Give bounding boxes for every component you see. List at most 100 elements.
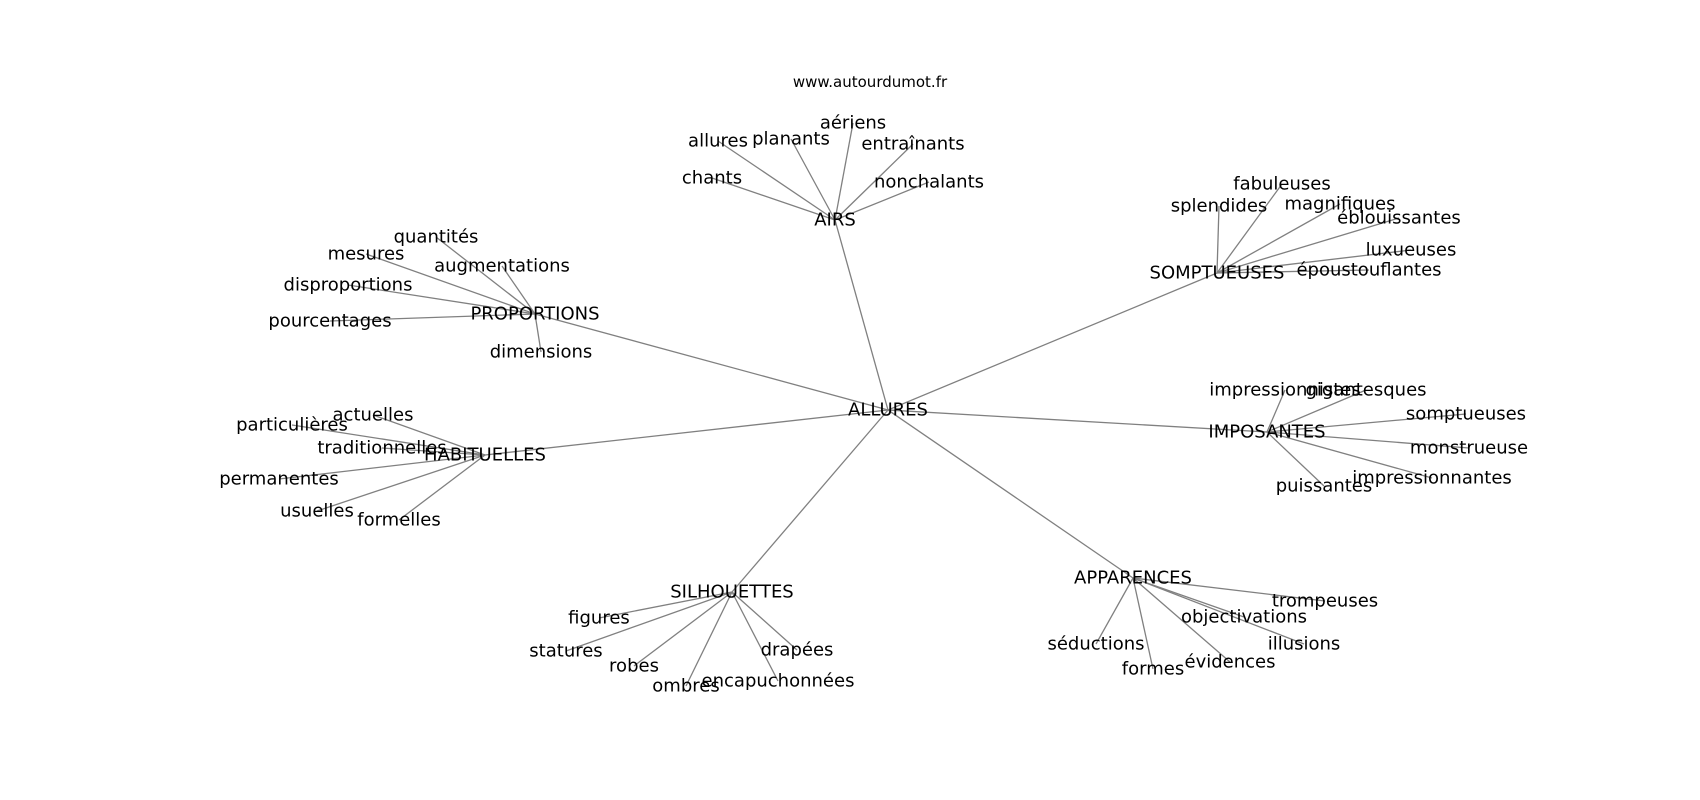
node-leaf-augmentations: augmentations — [434, 256, 570, 277]
edge-somptueuses-eblouissantes — [1216, 217, 1400, 274]
node-leaf-splendides: splendides — [1171, 196, 1268, 217]
edge-allures-apparences — [887, 409, 1134, 579]
node-leaf-ombres: ombres — [652, 676, 719, 697]
edge-imposantes-gigantesques — [1266, 389, 1367, 433]
edge-allures-habituelles — [484, 409, 889, 456]
edge-apparences-evidences — [1132, 577, 1231, 663]
edge-apparences-illusions — [1132, 577, 1305, 645]
edge-imposantes-somptueuses — [1266, 413, 1467, 433]
edge-allures-airs — [834, 219, 889, 411]
edge-habituelles-permanentes — [278, 454, 486, 480]
node-group-silhouettes: SILHOUETTES — [670, 582, 794, 603]
node-leaf-formes: formes — [1122, 659, 1184, 680]
edge-habituelles-traditionnelles — [381, 447, 486, 456]
edge-airs-nonchalants — [834, 181, 930, 221]
node-group-habituelles: HABITUELLES — [424, 445, 546, 466]
edge-airs-chants — [711, 177, 836, 221]
node-leaf-mesures: mesures — [328, 244, 405, 265]
edge-allures-proportions — [534, 313, 889, 411]
node-leaf-somptueuses: somptueuses — [1406, 404, 1526, 425]
node-leaf-traditionnelles: traditionnelles — [317, 438, 446, 459]
edge-allures-somptueuses — [887, 272, 1218, 411]
edge-habituelles-usuelles — [316, 454, 486, 512]
node-group-airs: AIRS — [814, 210, 856, 231]
edge-airs-entrainants — [834, 143, 914, 221]
edge-proportions-dimensions — [534, 313, 542, 353]
edge-proportions-pourcentages — [329, 313, 536, 322]
edge-apparences-formes — [1132, 577, 1154, 670]
node-center-allures: ALLURES — [848, 400, 928, 421]
node-leaf-nonchalants: nonchalants — [874, 172, 984, 193]
node-leaf-encapuchonnees: encapuchonnées — [702, 671, 855, 692]
edge-somptueuses-magnifiques — [1216, 203, 1341, 274]
edge-apparences-seductions — [1095, 577, 1134, 645]
node-leaf-particulieres: particulières — [236, 415, 348, 436]
edge-imposantes-impressionnistes — [1266, 389, 1286, 433]
node-leaf-pourcentages: pourcentages — [268, 311, 391, 332]
edge-proportions-quantites — [435, 236, 536, 315]
site-credit: www.autourdumot.fr — [793, 73, 948, 91]
graph-edges — [278, 122, 1470, 687]
node-leaf-eblouissantes: éblouissantes — [1337, 208, 1461, 229]
node-group-somptueuses: SOMPTUEUSES — [1150, 263, 1285, 284]
node-leaf-gigantesques: gigantesques — [1305, 380, 1426, 401]
node-leaf-drapees: drapées — [761, 640, 834, 661]
edge-apparences-trompeuses — [1132, 577, 1326, 602]
node-leaf-actuelles: actuelles — [333, 405, 414, 426]
edge-somptueuses-epoustouflantes — [1216, 269, 1370, 274]
edge-airs-aeriens — [834, 122, 854, 221]
node-leaf-chants: chants — [682, 168, 742, 189]
edge-imposantes-monstrueuse — [1266, 431, 1470, 449]
node-group-proportions: PROPORTIONS — [470, 304, 599, 325]
node-leaf-quantites: quantités — [394, 227, 479, 248]
edge-proportions-augmentations — [501, 265, 536, 315]
edge-proportions-disproportions — [347, 284, 536, 315]
node-leaf-illusions: illusions — [1268, 634, 1341, 655]
node-leaf-impressionnantes: impressionnantes — [1352, 468, 1512, 489]
node-leaf-dimensions: dimensions — [490, 342, 593, 363]
node-leaf-usuelles: usuelles — [280, 501, 354, 522]
node-leaf-luxueuses: luxueuses — [1366, 240, 1457, 261]
edge-habituelles-particulieres — [291, 424, 486, 456]
edge-somptueuses-fabuleuses — [1216, 183, 1283, 274]
edge-silhouettes-robes — [633, 591, 733, 667]
node-leaf-allures: allures — [688, 131, 748, 152]
edge-silhouettes-statures — [565, 591, 733, 652]
edge-proportions-mesures — [365, 253, 536, 315]
node-leaf-fabuleuses: fabuleuses — [1233, 174, 1331, 195]
edge-silhouettes-figures — [598, 591, 733, 619]
node-leaf-evidences: évidences — [1185, 652, 1276, 673]
node-leaf-trompeuses: trompeuses — [1272, 591, 1378, 612]
node-leaf-disproportions: disproportions — [284, 275, 413, 296]
edge-imposantes-puissantes — [1266, 431, 1325, 487]
node-leaf-magnifiques: magnifiques — [1284, 194, 1395, 215]
edge-somptueuses-splendides — [1216, 205, 1220, 274]
node-leaf-entrainants: entraînants — [861, 134, 964, 155]
node-leaf-puissantes: puissantes — [1276, 476, 1373, 497]
edge-allures-imposantes — [887, 409, 1268, 433]
node-leaf-monstrueuse: monstrueuse — [1410, 438, 1528, 459]
node-group-apparences: APPARENCES — [1074, 568, 1192, 589]
edge-imposantes-impressionnantes — [1266, 431, 1433, 479]
edge-silhouettes-ombres — [685, 591, 733, 687]
node-leaf-robes: robes — [609, 656, 659, 677]
edge-somptueuses-luxueuses — [1216, 249, 1412, 274]
node-leaf-aeriens: aériens — [820, 113, 886, 134]
node-leaf-statures: statures — [529, 641, 602, 662]
edge-habituelles-actuelles — [372, 414, 486, 456]
node-leaf-impressionnistes: impressionnistes — [1209, 380, 1361, 401]
node-leaf-seductions: séductions — [1047, 634, 1144, 655]
node-leaf-planants: planants — [752, 129, 830, 150]
edge-silhouettes-drapees — [731, 591, 798, 651]
edge-allures-silhouettes — [731, 409, 889, 593]
edge-airs-planants — [790, 138, 836, 221]
node-leaf-objectivations: objectivations — [1181, 607, 1307, 628]
node-leaf-figures: figures — [568, 608, 630, 629]
edge-habituelles-formelles — [398, 454, 486, 521]
node-leaf-epoustouflantes: époustouflantes — [1296, 260, 1441, 281]
node-leaf-permanentes: permanentes — [219, 469, 339, 490]
edge-silhouettes-encapuchonnees — [731, 591, 779, 682]
node-group-imposantes: IMPOSANTES — [1208, 422, 1325, 443]
